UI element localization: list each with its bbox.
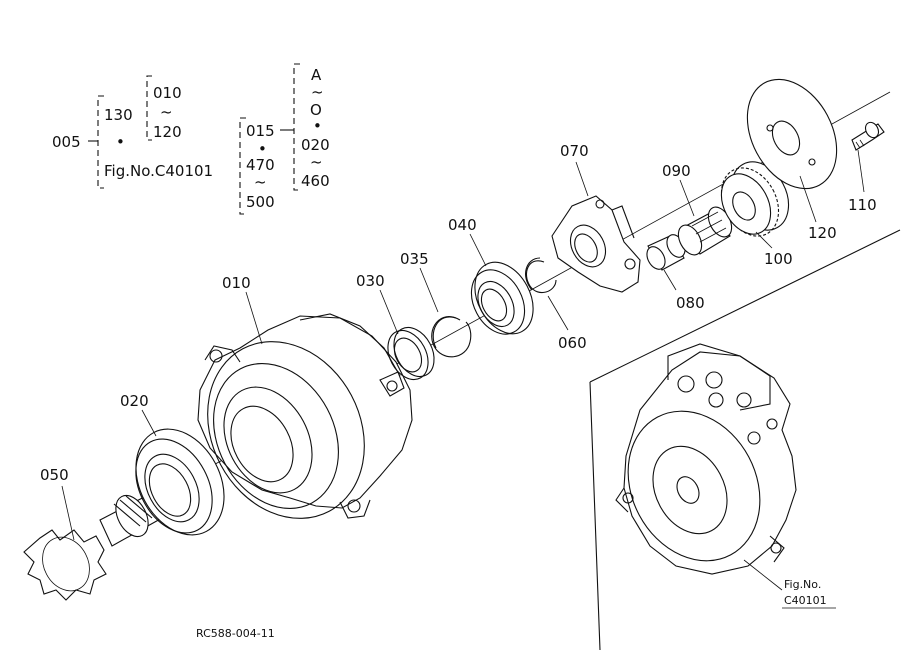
housing-010 [197,313,413,519]
inset-housing-assembly [615,343,797,575]
part-label-120: 120 [808,224,837,242]
snap-ring-035 [431,316,472,358]
range-dot: • [116,133,125,151]
inset-frame [589,229,901,651]
range-label-A: A [311,66,322,84]
range-dot: • [258,140,267,158]
range-tilde: ~ [160,103,173,121]
part-label-020: 020 [120,392,149,410]
part-label-035: 035 [400,250,429,268]
part-label-110: 110 [848,196,877,214]
range-label-460: 460 [301,172,330,190]
range-dot: • [313,117,322,135]
part-label-100: 100 [764,250,793,268]
range-label-O: O [310,101,322,119]
part-label-010: 010 [222,274,251,292]
bearing-040 [470,261,534,335]
part-label-080: 080 [676,294,705,312]
bolt-110 [851,121,885,151]
ring-030 [387,326,435,381]
flange-plate-120 [746,78,838,190]
part-label-030: 030 [356,272,385,290]
range-label-500: 500 [246,193,275,211]
range-tilde: ~ [311,83,324,101]
part-label-005: 005 [52,133,81,151]
assembly-bracket-group [88,63,300,215]
range-label-015: 015 [246,122,275,140]
retaining-ring-060 [525,257,557,294]
range-label-020: 020 [301,136,330,154]
cover-plate-070 [551,195,641,293]
part-label-070: 070 [560,142,589,160]
inset-fig-label: Fig.No. [784,578,821,591]
range-tilde: ~ [254,173,267,191]
pinion-shaft-050 [23,493,163,601]
range-label-120: 120 [153,123,182,141]
range-label-010: 010 [153,84,182,102]
range-label-470: 470 [246,156,275,174]
range-tilde: ~ [310,153,323,171]
part-label-040: 040 [448,216,477,234]
gear-100 [720,161,790,237]
range-label-130: 130 [104,106,133,124]
drawing-code: RC588-004-11 [196,627,275,640]
fig-ref-label: Fig.No.C40101 [104,162,213,180]
needle-bearing-090 [677,206,733,256]
inset-fig-number: C40101 [784,594,827,607]
part-label-090: 090 [662,162,691,180]
part-label-060: 060 [558,334,587,352]
part-label-050: 050 [40,466,69,484]
bushing-080 [646,234,686,271]
